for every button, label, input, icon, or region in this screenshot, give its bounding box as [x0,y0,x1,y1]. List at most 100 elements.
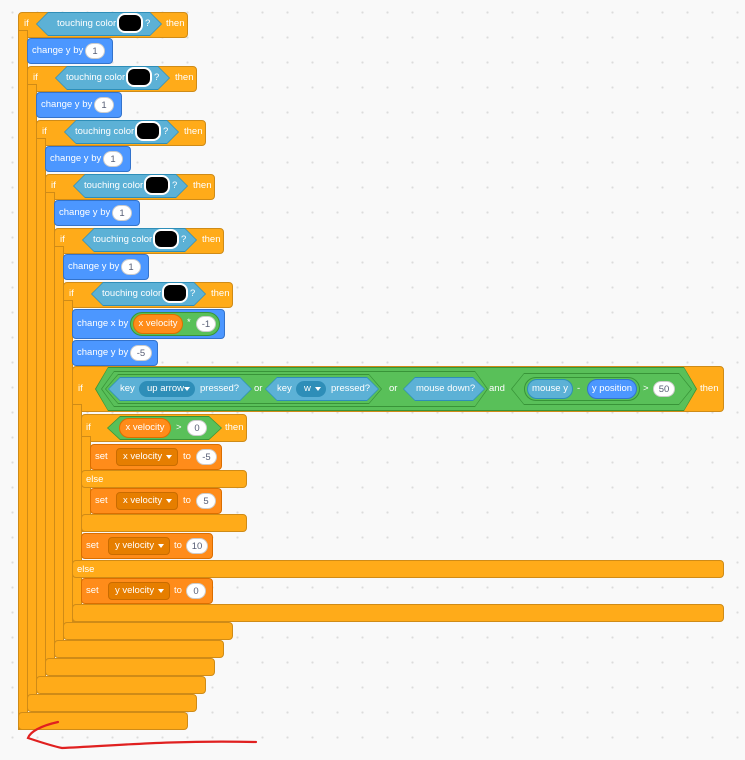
set-label: set [95,451,108,462]
then-label: then [166,18,185,29]
if-label: if [24,18,29,29]
multiply-sign: * [187,317,191,328]
to-label: to [174,585,182,596]
then-label: then [700,383,719,394]
set-value-input[interactable]: 5 [196,493,216,509]
key-label: key [120,383,135,394]
set-label: set [86,540,99,551]
change-y-input-2[interactable]: 1 [94,97,114,113]
question-mark: ? [172,180,178,191]
touching-color-label: touching color [93,234,153,245]
or-label: or [254,383,263,394]
set-label: set [95,495,108,506]
to-label: to [174,540,182,551]
color-swatch-5[interactable] [153,229,179,249]
greater-than-input[interactable]: 50 [653,381,675,397]
variable-dropdown-value: x velocity [123,451,163,462]
variable-dropdown[interactable]: y velocity [108,582,170,600]
color-swatch-3[interactable] [135,121,161,141]
if-block-2-bottom[interactable] [27,694,197,712]
key-dropdown-2[interactable]: w [296,381,326,397]
then-label: then [202,234,221,245]
change-y-label: change y by [59,207,111,218]
then-label: then [193,180,212,191]
multiply-input[interactable]: -1 [196,316,216,332]
change-y-label: change y by [41,99,93,110]
touching-color-label: touching color [75,126,135,137]
pressed-label: pressed? [200,383,240,394]
variable-dropdown[interactable]: x velocity [116,492,178,510]
then-label: then [184,126,203,137]
variable-dropdown-value: y velocity [115,540,155,551]
if-label: if [78,383,83,394]
chevron-down-icon [184,387,190,391]
change-y-input-3[interactable]: 1 [103,151,123,167]
then-label: then [225,422,244,433]
if-block-6-bottom[interactable] [63,622,233,640]
if-label: if [42,126,47,137]
mouse-y-reporter[interactable]: mouse y [527,379,573,399]
inner-if-else-bottom[interactable] [81,514,247,532]
greater-than-sign: > [643,383,649,394]
chevron-down-icon [315,387,321,391]
set-label: set [86,585,99,596]
change-y-label: change y by [77,347,129,358]
color-swatch-6[interactable] [162,283,188,303]
inner-if-else-else-bar[interactable] [81,470,247,488]
touching-color-label: touching color [84,180,144,191]
if-else-block-else-bar[interactable] [72,560,724,578]
key-dropdown-2-value: w [304,383,311,394]
key-label: key [277,383,292,394]
change-y-input-4[interactable]: 1 [112,205,132,221]
else-label: else [86,474,104,485]
x-velocity-reporter[interactable]: x velocity [119,418,171,438]
question-mark: ? [190,288,196,299]
variable-dropdown-value: y velocity [115,585,155,596]
if-block-3-bottom[interactable] [36,676,206,694]
y-position-reporter[interactable]: y position [587,379,637,399]
variable-dropdown-value: x velocity [123,495,163,506]
question-mark: ? [154,72,160,83]
chevron-down-icon [166,499,172,503]
x-velocity-reporter[interactable]: x velocity [133,314,183,334]
chevron-down-icon [166,455,172,459]
then-label: then [175,72,194,83]
else-label: else [77,564,95,575]
pressed-label: pressed? [331,383,371,394]
variable-dropdown[interactable]: x velocity [116,448,178,466]
variable-dropdown[interactable]: y velocity [108,537,170,555]
change-y-input-6[interactable]: -5 [130,345,152,361]
set-value-input[interactable]: 10 [186,538,208,554]
key-dropdown-1[interactable]: up arrow [139,381,195,397]
if-label: if [86,422,91,433]
if-block-4-bottom[interactable] [45,658,215,676]
touching-color-label: touching color [102,288,162,299]
if-block-5-bottom[interactable] [54,640,224,658]
change-x-label: change x by [77,318,129,329]
change-y-label: change y by [50,153,102,164]
and-label: and [489,383,505,394]
minus-sign: - [577,383,581,394]
chevron-down-icon [158,589,164,593]
if-else-block-bottom[interactable] [72,604,724,622]
change-y-input-1[interactable]: 1 [85,43,105,59]
question-mark: ? [181,234,187,245]
to-label: to [183,451,191,462]
if-block-1-bottom[interactable] [18,712,188,730]
if-label: if [51,180,56,191]
change-y-input-5[interactable]: 1 [121,259,141,275]
key-dropdown-1-value: up arrow [147,383,184,394]
xvel-compare-input[interactable]: 0 [187,420,207,436]
change-y-label: change y by [32,45,84,56]
color-swatch-4[interactable] [144,175,170,195]
if-label: if [69,288,74,299]
question-mark: ? [163,126,169,137]
if-label: if [60,234,65,245]
mouse-down-block[interactable] [404,378,484,400]
set-value-input[interactable]: 0 [186,583,206,599]
question-mark: ? [145,18,151,29]
color-swatch-1[interactable] [117,13,143,33]
set-value-input[interactable]: -5 [196,449,217,465]
color-swatch-2[interactable] [126,67,152,87]
